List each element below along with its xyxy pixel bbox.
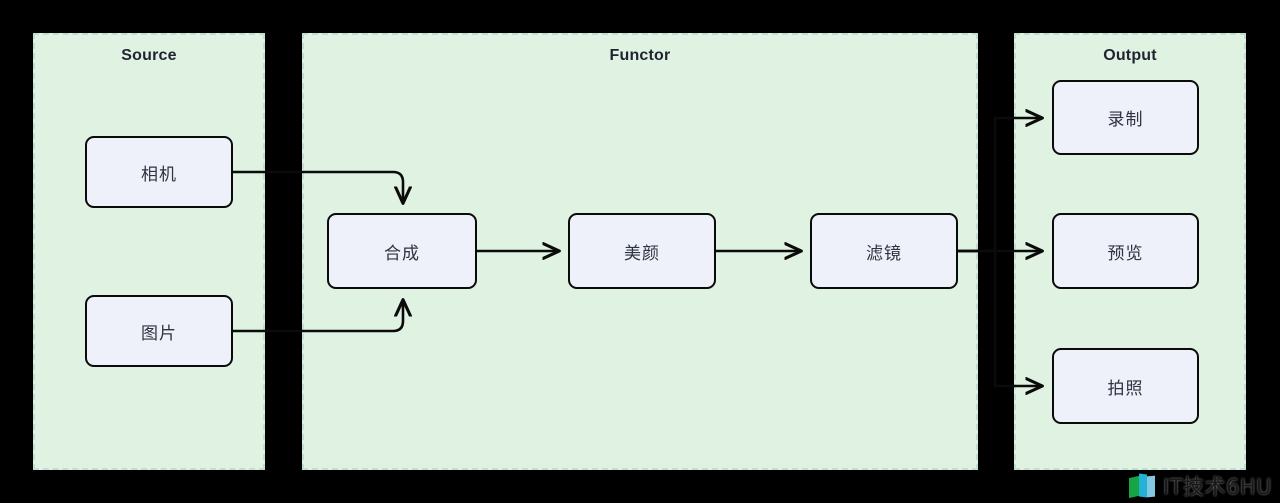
node-beauty[interactable]: 美颜 [568, 213, 716, 289]
panel-source: Source [33, 33, 265, 470]
node-filter[interactable]: 滤镜 [810, 213, 958, 289]
node-record[interactable]: 录制 [1052, 80, 1199, 155]
panel-source-title: Source [121, 47, 177, 64]
panel-functor-title: Functor [609, 47, 671, 64]
node-picture[interactable]: 图片 [85, 295, 233, 367]
watermark: IT技术6HU [1128, 471, 1272, 501]
node-photo[interactable]: 拍照 [1052, 348, 1199, 424]
panel-output-title: Output [1103, 47, 1157, 64]
windows-logo-icon [1128, 473, 1157, 499]
node-composite[interactable]: 合成 [327, 213, 477, 289]
node-camera[interactable]: 相机 [85, 136, 233, 208]
node-preview[interactable]: 预览 [1052, 213, 1199, 289]
watermark-text: IT技术6HU [1162, 475, 1272, 499]
